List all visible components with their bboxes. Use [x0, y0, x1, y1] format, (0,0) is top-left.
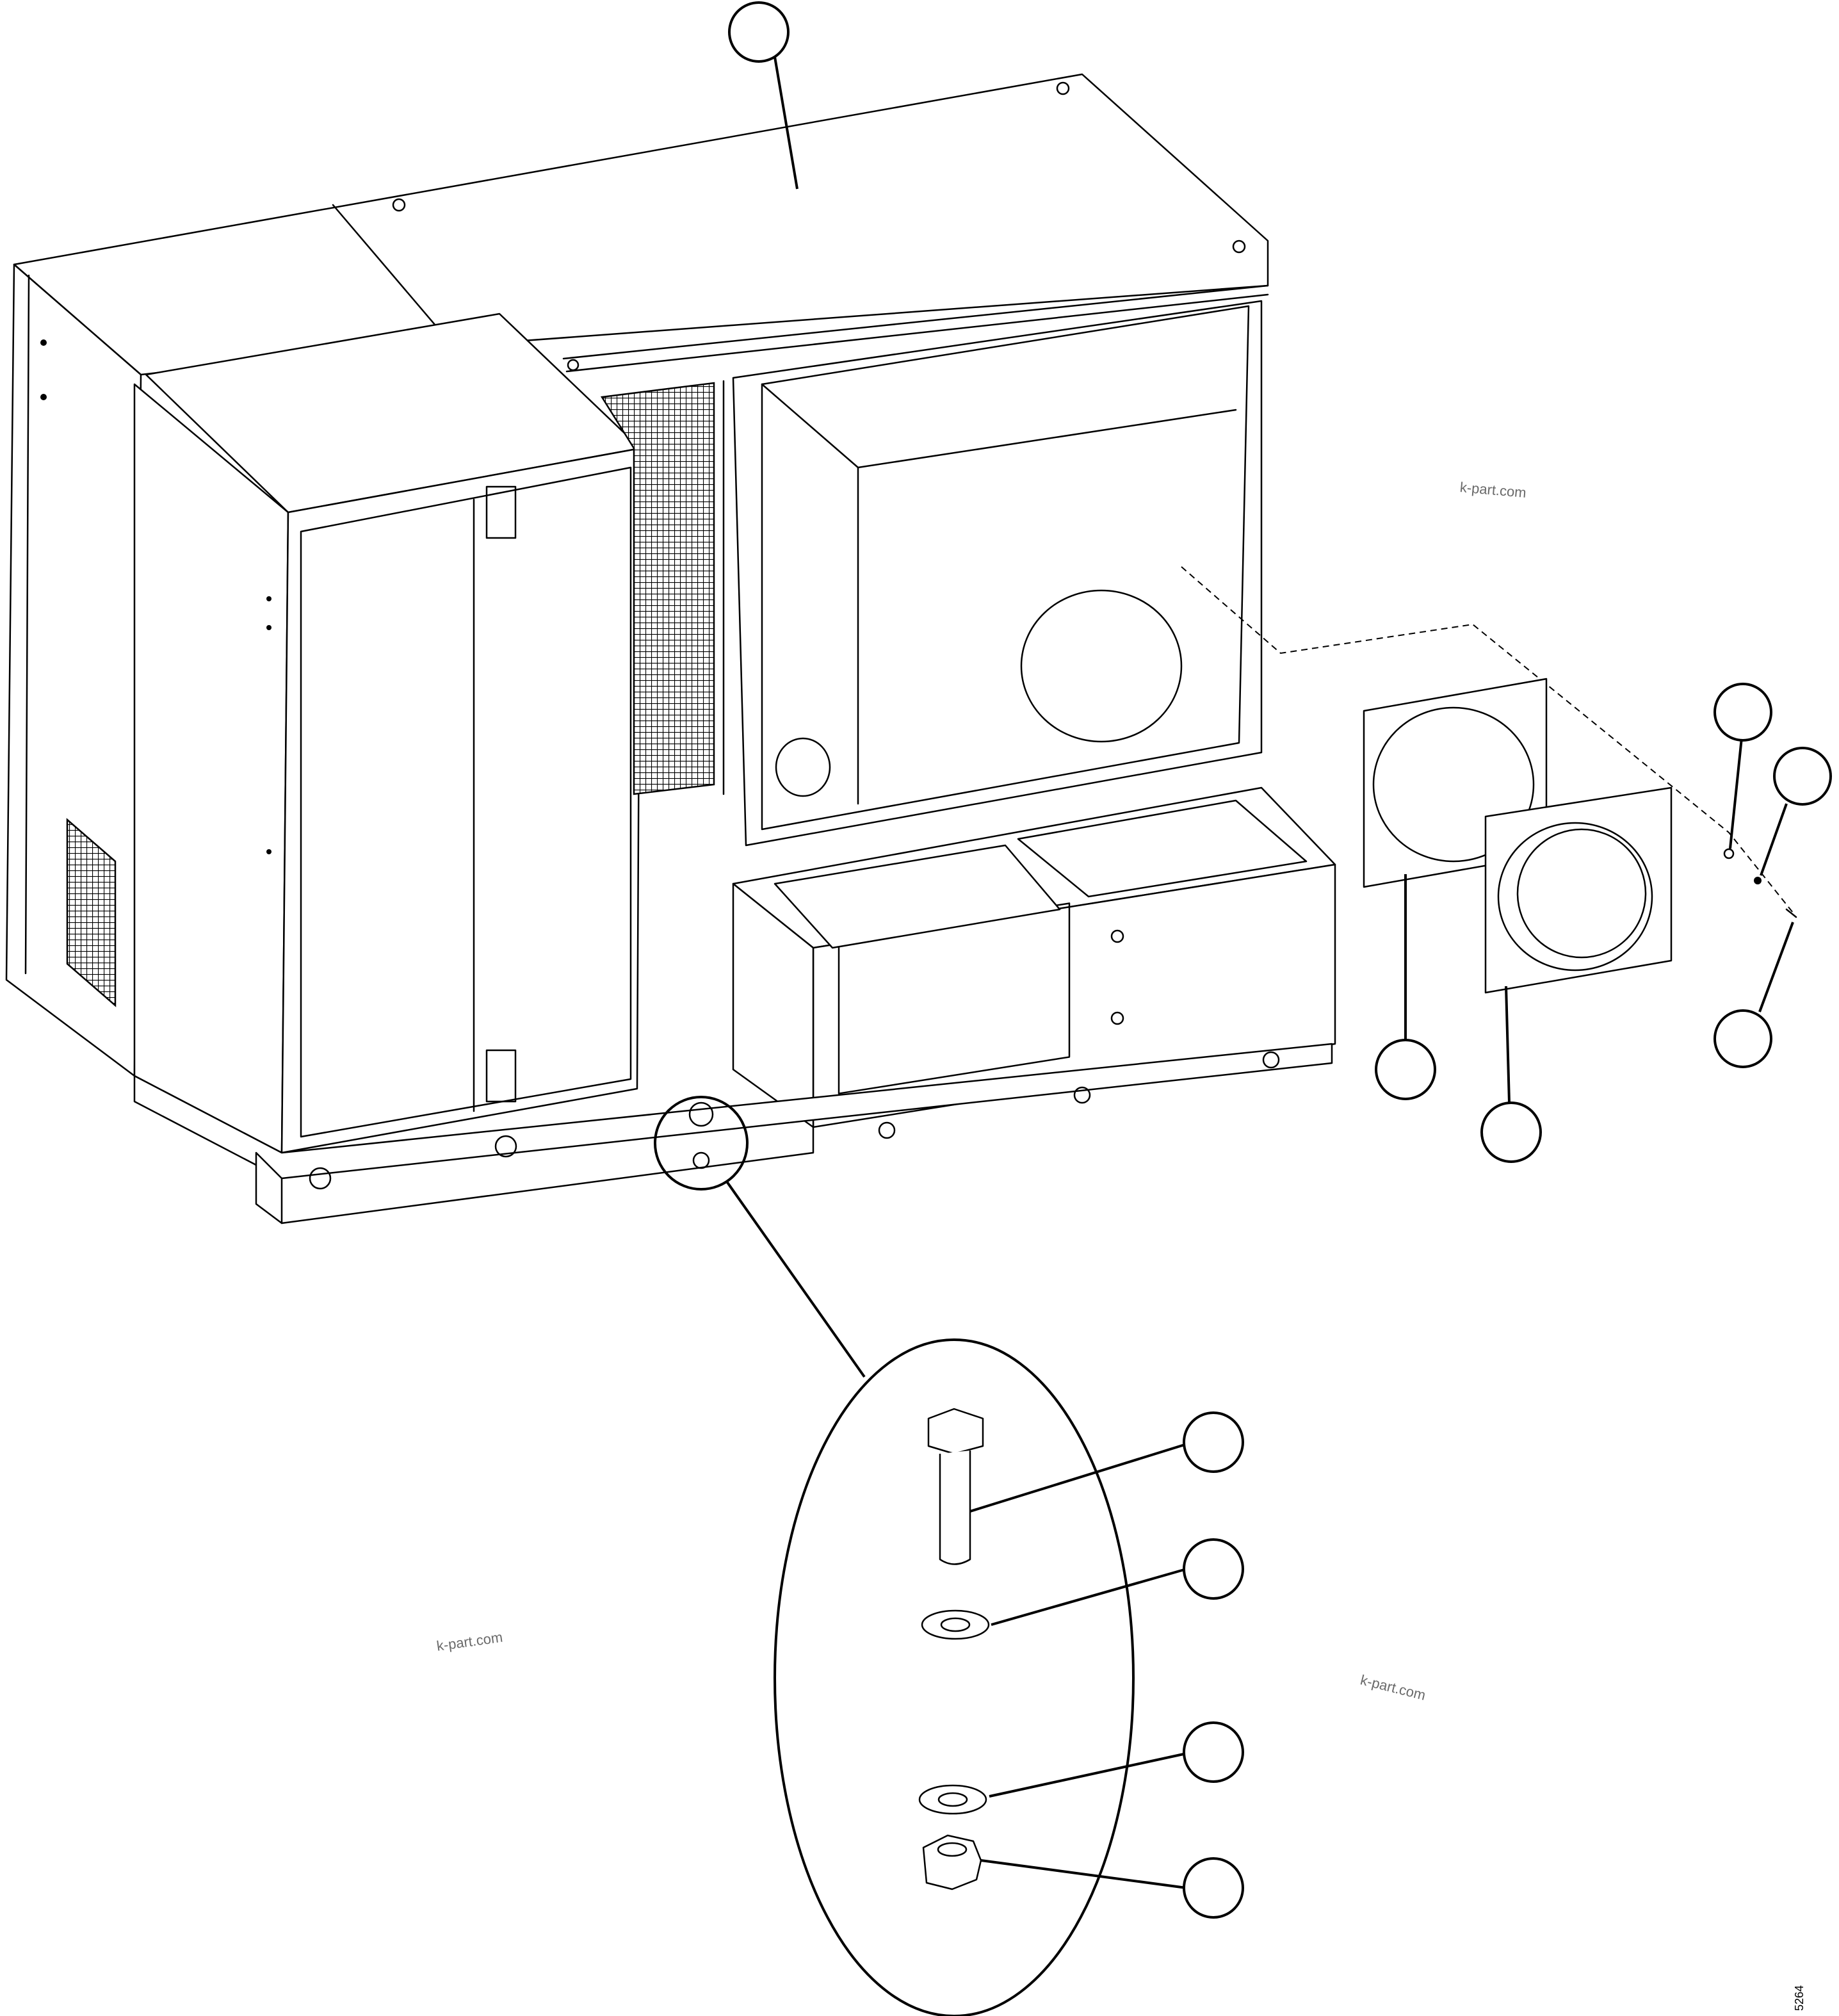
bolt-part	[927, 1408, 984, 1565]
hardware-detail-view	[725, 1180, 1135, 2016]
detail-ellipse	[774, 1338, 1135, 2016]
callout-top-cover[interactable]	[728, 1, 790, 63]
callout-flat-washer-top[interactable]	[1183, 1538, 1244, 1600]
grommet-part-2	[1754, 877, 1762, 884]
callout-exhaust-adapter[interactable]	[1480, 1101, 1542, 1163]
washer-bottom-part	[918, 1784, 987, 1815]
washer-top-part	[921, 1609, 990, 1640]
callout-rear-screw[interactable]	[1713, 1009, 1772, 1068]
callout-rear-grommet-2[interactable]	[1773, 747, 1832, 806]
callout-flange-gasket[interactable]	[1375, 1039, 1436, 1100]
assembly-centerline	[1181, 566, 1794, 913]
center-air-grille	[600, 382, 715, 795]
radiator-outlet-opening	[1020, 589, 1183, 743]
drawing-code-label: 5264	[1793, 1985, 1806, 2011]
callout-bolt[interactable]	[1183, 1411, 1244, 1473]
callout-flat-washer-bottom[interactable]	[1183, 1721, 1244, 1783]
callout-rear-grommet-1[interactable]	[1713, 683, 1772, 742]
control-cabinet-side	[133, 383, 289, 1154]
hex-nut-part	[922, 1834, 982, 1890]
callout-hex-nut[interactable]	[1183, 1857, 1244, 1919]
side-vent-grille	[66, 818, 117, 1007]
screw-part	[1785, 908, 1797, 918]
grommet-part-1	[1723, 848, 1735, 859]
generator-enclosure	[5, 73, 1336, 1224]
radiator-housing	[732, 300, 1263, 847]
control-cabinet-front	[280, 447, 642, 1154]
detail-marker-circle	[654, 1096, 749, 1191]
exhaust-flange-explode	[1181, 566, 1797, 994]
